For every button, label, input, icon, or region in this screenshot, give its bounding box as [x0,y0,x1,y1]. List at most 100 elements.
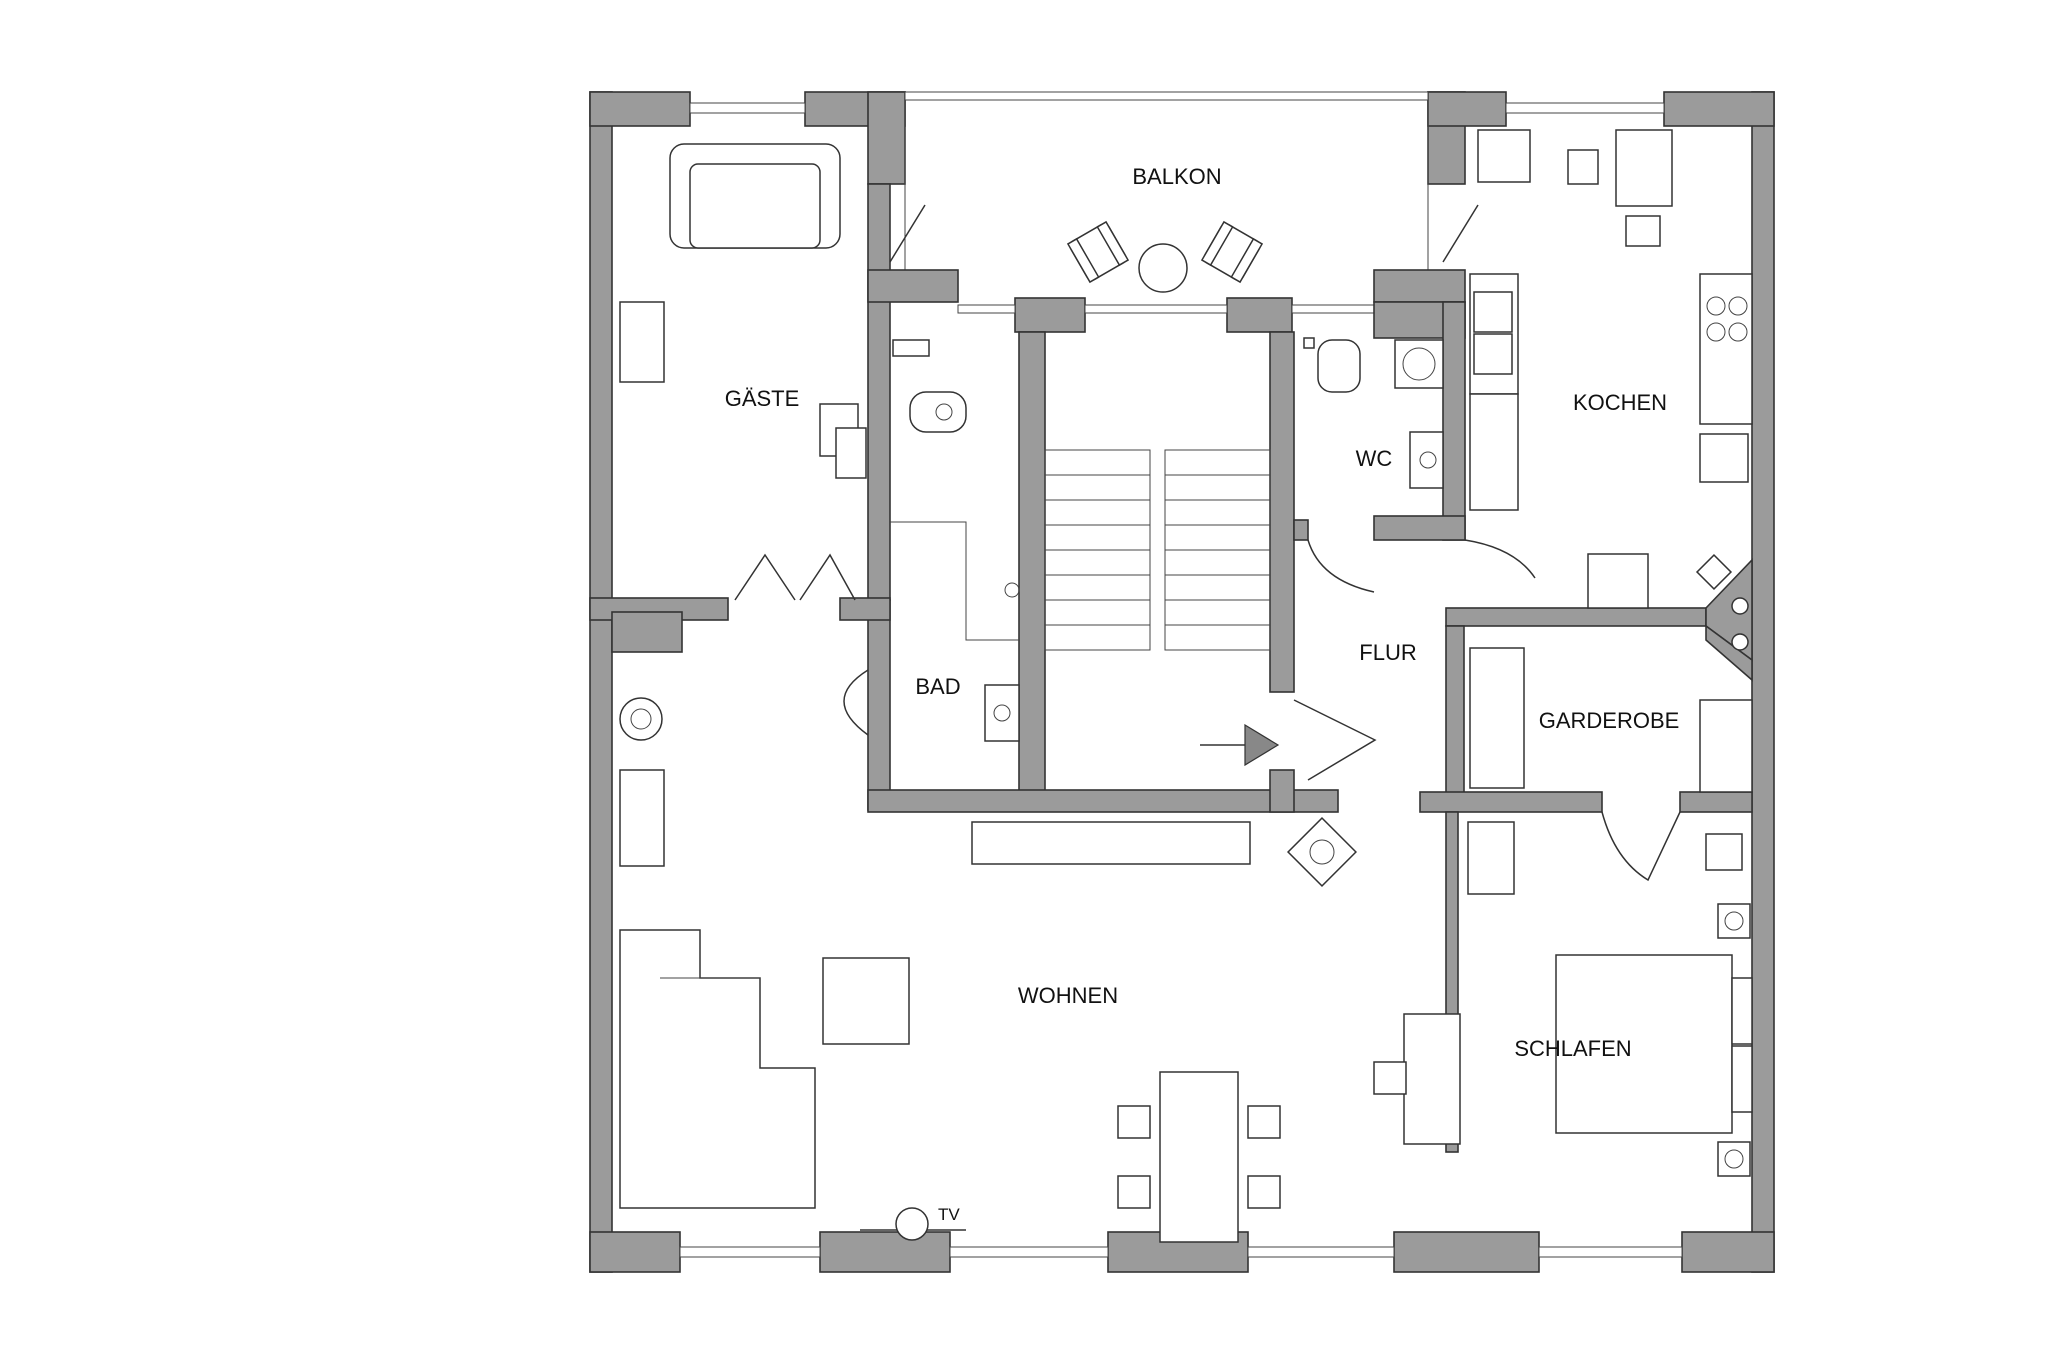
wall-garderobe-bottom-left [1419,791,1603,813]
kochen-sink-1 [1473,291,1513,333]
wohnen-desk-chair [1373,1061,1407,1095]
window-kochen [1505,102,1665,114]
wall-gaeste-right [867,183,891,601]
stair-arrow-head [1244,723,1280,767]
wohnen-sofa [619,929,816,1209]
wohnen-desk [1403,1013,1461,1145]
balcony-door-left [889,204,926,263]
wohnen-coffee-table [822,957,910,1045]
wall-garderobe-bottom-right [1679,791,1753,813]
wall-gaeste-bottom-right [839,597,891,621]
wohnen-dining-table [1159,1071,1239,1243]
wohnen-dining-chair-3 [1247,1105,1281,1139]
wall-balcony-inner-left [867,269,959,303]
label-wc: WC [1356,446,1393,471]
balcony-furniture [889,204,1479,293]
window-bottom-3 [1247,1246,1395,1258]
kochen-counter-right [1699,273,1753,425]
kochen-burner-4 [1728,322,1748,342]
bad-shower [890,521,1019,641]
label-balkon: BALKON [1132,164,1221,189]
bad-sink-basin [993,704,1011,722]
window-bottom-4 [1538,1246,1683,1258]
wall-stair-top-left [1014,297,1086,333]
wc-washing-machine [1394,339,1444,389]
kochen-table [1615,129,1673,207]
gaeste-furniture [619,143,867,601]
wall-stair-right-stub [1269,769,1295,813]
wall-bottom-5 [1681,1231,1775,1273]
balcony-chair-left [1066,220,1130,284]
bad-toilet [909,391,967,433]
kochen-pipe-2 [1731,633,1749,651]
wohnen-tv [895,1207,929,1241]
wall-wc-left-stub [1293,519,1309,541]
wall-balcony-inner-right [1373,269,1466,303]
label-gaeste: GÄSTE [725,386,800,411]
schlafen-chair [1705,833,1743,871]
garderobe-wardrobe-left [1469,647,1525,789]
gaeste-armchair-seat [689,163,821,249]
wohnen-stair-bench [971,821,1251,865]
wohnen-sideboard [619,769,665,867]
bad-shower-drain [1004,582,1020,598]
wall-stair-left [1018,331,1046,793]
wohnen-dining-chair-4 [1247,1175,1281,1209]
schlafen-furniture [1467,821,1753,1177]
kochen-furniture [1464,129,1753,651]
wohnen-dining-chair-1 [1117,1105,1151,1139]
label-tv: TV [938,1205,960,1224]
outer-walls [589,91,1775,1273]
wall-top-right-3 [1663,91,1775,127]
gaeste-side-table [619,301,665,383]
kochen-cabinet-top-left [1477,129,1531,183]
window-gaeste [689,102,806,114]
kochen-sink-2 [1473,333,1513,375]
wall-wc-right [1442,301,1466,541]
entry-door-swing [1293,699,1377,781]
wall-bad-stair-bottom [867,789,1339,813]
label-schlafen: SCHLAFEN [1514,1036,1631,1061]
wall-bad-left [867,599,891,811]
wohnen-plant [619,697,663,741]
window-bottom-1 [679,1246,821,1258]
balcony-chair-right [1200,220,1264,284]
kochen-cabinet-right [1699,433,1749,483]
bad-door-swing [843,669,869,736]
schlafen-nightstand-bottom [1717,1141,1751,1177]
label-flur: FLUR [1359,640,1416,665]
garderobe-furniture [1469,647,1753,882]
schlafen-pillow-2 [1731,1045,1753,1113]
balcony-door-right [1442,204,1479,263]
wall-right [1751,91,1775,1273]
label-bad: BAD [915,674,960,699]
wc-door-swing [1307,539,1375,593]
wc-vent [1303,337,1315,349]
wc-sink [1409,431,1444,489]
bad-toilet-bowl [935,403,953,421]
schlafen-pillow-1 [1731,977,1753,1045]
wohnen-dining-chair-2 [1117,1175,1151,1209]
wohnen-furniture [619,697,1461,1243]
kochen-floor-plant [1587,553,1649,609]
wall-stair-right [1269,331,1295,693]
window-bottom-2 [949,1246,1109,1258]
balcony-table [1138,243,1188,293]
kochen-door-swing [1464,539,1536,579]
schlafen-nightstand-top [1717,903,1751,939]
wc-sink-basin [1419,451,1437,469]
wall-top-left-1 [589,91,691,127]
bad-sink [984,684,1020,742]
kochen-burner-2 [1728,296,1748,316]
kochen-chair-bottom [1625,215,1661,247]
wohnen-plant-pot [630,708,652,730]
wohnen-corner-lamp-shade [1309,839,1335,865]
window-bad-top [957,304,1016,314]
wall-bottom-2 [819,1231,951,1273]
garderobe-wardrobe-right [1699,699,1753,793]
wc-toilet [1317,339,1361,393]
wall-kochen-bottom [1445,607,1707,627]
gaeste-door-left [734,553,796,601]
kochen-burner-1 [1706,296,1726,316]
